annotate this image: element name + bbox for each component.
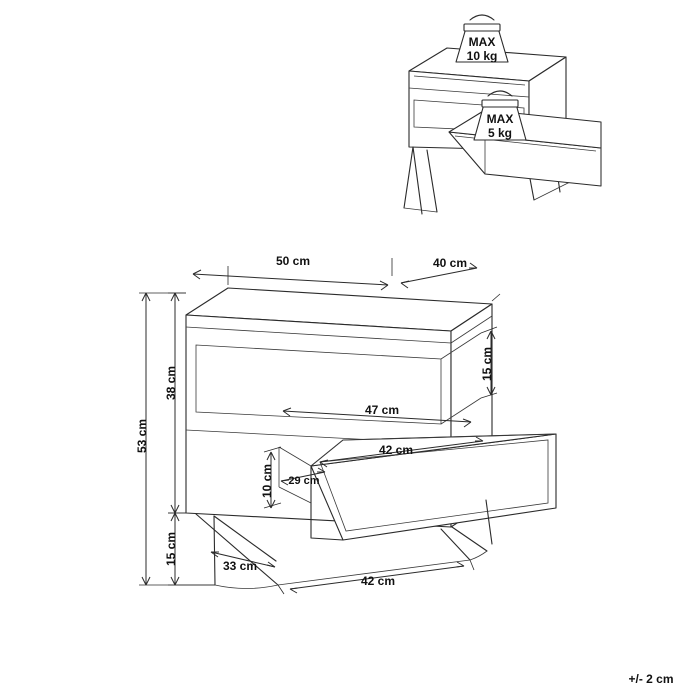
dim-foot-width: 42 cm (277, 559, 475, 595)
max-load-drawer-badge: MAX 5 kg (473, 90, 527, 141)
tolerance-note: +/- 2 cm (628, 672, 673, 686)
load-capacity-illustration: MAX 10 kg MAX 5 kg (403, 14, 602, 215)
label-width-top: 50 cm (276, 254, 310, 268)
max-drawer-line2: 5 kg (488, 126, 512, 140)
dim-drawer-height: 10 cm (260, 446, 282, 509)
label-foot-depth: 33 cm (223, 559, 257, 573)
label-drawer-width: 42 cm (379, 443, 413, 457)
dim-opening-width: 47 cm (282, 403, 472, 428)
dim-depth-top: 40 cm (400, 256, 501, 302)
label-depth-top: 40 cm (433, 256, 467, 270)
label-foot-width: 42 cm (361, 574, 395, 588)
hairpin-legs (195, 499, 493, 589)
max-load-top-badge: MAX 10 kg (455, 14, 509, 63)
label-drawer-height: 10 cm (260, 464, 274, 498)
dimensioned-nightstand: 50 cm 40 cm 53 cm 38 cm (135, 254, 557, 595)
dim-width-top: 50 cm (192, 254, 393, 291)
max-top-line2: 10 kg (467, 49, 498, 63)
lower-drawer-open (278, 433, 557, 541)
max-drawer-line1: MAX (487, 112, 514, 126)
label-height-body: 38 cm (164, 366, 178, 400)
label-opening-width: 47 cm (365, 403, 399, 417)
dim-drawer-width: 42 cm (319, 436, 484, 468)
dim-drawer-depth: 29 cm (280, 467, 326, 487)
dim-foot-depth: 33 cm (210, 551, 276, 573)
max-top-line1: MAX (469, 35, 496, 49)
label-drawer-depth: 29 cm (288, 475, 319, 487)
dim-height-legs: 15 cm (164, 512, 215, 586)
open-drawer-perspective (448, 109, 602, 187)
dim-opening-height: 15 cm (480, 326, 498, 399)
dim-height-body: 38 cm (164, 292, 186, 514)
label-opening-height: 15 cm (480, 347, 494, 381)
label-height-legs: 15 cm (164, 532, 178, 566)
label-height-total: 53 cm (135, 419, 149, 453)
